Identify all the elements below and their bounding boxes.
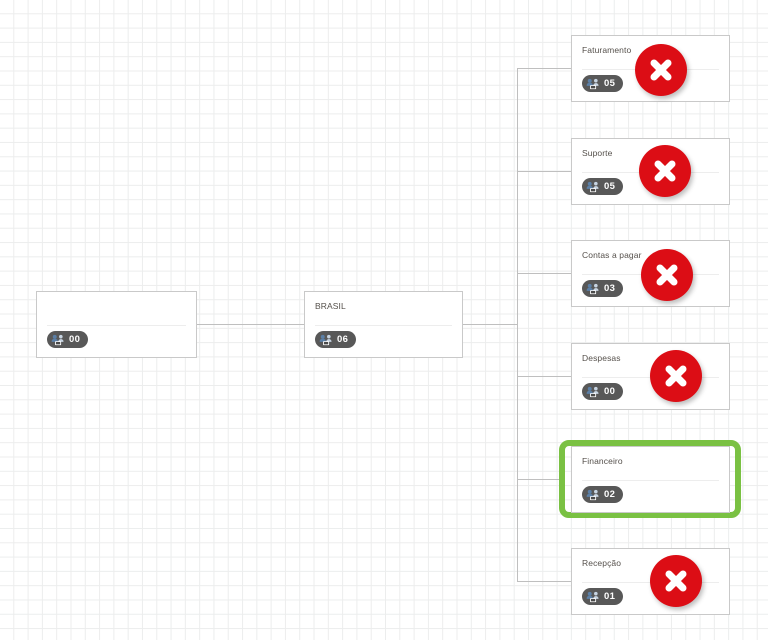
- x-mark-icon: [654, 160, 676, 182]
- employee-count-value: 00: [604, 386, 616, 397]
- connector-trunk-to-recepcao: [517, 581, 572, 582]
- employee-count-badge[interactable]: 02: [582, 486, 624, 503]
- error-x-badge-faturamento[interactable]: [635, 44, 687, 96]
- people-group-icon: [51, 334, 65, 346]
- employee-count-badge[interactable]: 06: [315, 331, 357, 348]
- people-group-icon: [586, 283, 600, 295]
- x-mark-icon: [665, 365, 687, 387]
- x-mark-icon: [650, 59, 672, 81]
- org-node-financeiro[interactable]: Financeiro 02: [571, 446, 730, 513]
- employee-count-badge[interactable]: 00: [47, 331, 89, 348]
- node-divider: [315, 325, 452, 326]
- org-node-title: Contas a pagar: [582, 250, 642, 260]
- org-node-title: Faturamento: [582, 45, 632, 55]
- employee-count-value: 03: [604, 283, 616, 294]
- x-mark-icon: [656, 264, 678, 286]
- org-node-title: Financeiro: [582, 456, 623, 466]
- people-group-icon: [319, 334, 333, 346]
- employee-count-value: 06: [337, 334, 349, 345]
- employee-count-badge[interactable]: 01: [582, 588, 624, 605]
- connector-trunk-to-despesas: [517, 376, 572, 377]
- employee-count-badge[interactable]: 05: [582, 75, 624, 92]
- connector-trunk-vertical: [517, 68, 518, 582]
- error-x-badge-contas-a-pagar[interactable]: [641, 249, 693, 301]
- connector-trunk-to-suporte: [517, 171, 572, 172]
- employee-count-value: 01: [604, 591, 616, 602]
- error-x-badge-recepcao[interactable]: [650, 555, 702, 607]
- employee-count-value: 00: [69, 334, 81, 345]
- people-group-icon: [586, 591, 600, 603]
- org-node-title: Despesas: [582, 353, 621, 363]
- employee-count-badge[interactable]: 05: [582, 178, 624, 195]
- employee-count-badge[interactable]: 03: [582, 280, 624, 297]
- connector-root-to-brasil: [197, 324, 304, 325]
- employee-count-badge[interactable]: 00: [582, 383, 624, 400]
- employee-count-value: 02: [604, 489, 616, 500]
- connector-brasil-to-trunk: [463, 324, 518, 325]
- people-group-icon: [586, 386, 600, 398]
- org-node-title: Suporte: [582, 148, 613, 158]
- people-group-icon: [586, 489, 600, 501]
- node-divider: [47, 325, 186, 326]
- employee-count-value: 05: [604, 181, 616, 192]
- people-group-icon: [586, 181, 600, 193]
- x-mark-icon: [665, 570, 687, 592]
- node-divider: [582, 480, 719, 481]
- org-node-title: Recepção: [582, 558, 622, 568]
- error-x-badge-suporte[interactable]: [639, 145, 691, 197]
- org-node-title: BRASIL: [315, 301, 346, 311]
- employee-count-value: 05: [604, 78, 616, 89]
- org-node-brasil[interactable]: BRASIL 06: [304, 291, 463, 358]
- people-group-icon: [586, 78, 600, 90]
- org-node-root[interactable]: 00: [36, 291, 197, 358]
- connector-trunk-to-contas-a-pagar: [517, 273, 572, 274]
- connector-trunk-to-faturamento: [517, 68, 572, 69]
- error-x-badge-despesas[interactable]: [650, 350, 702, 402]
- org-node-despesas[interactable]: Despesas 00: [571, 343, 730, 410]
- connector-trunk-to-financeiro: [517, 479, 565, 480]
